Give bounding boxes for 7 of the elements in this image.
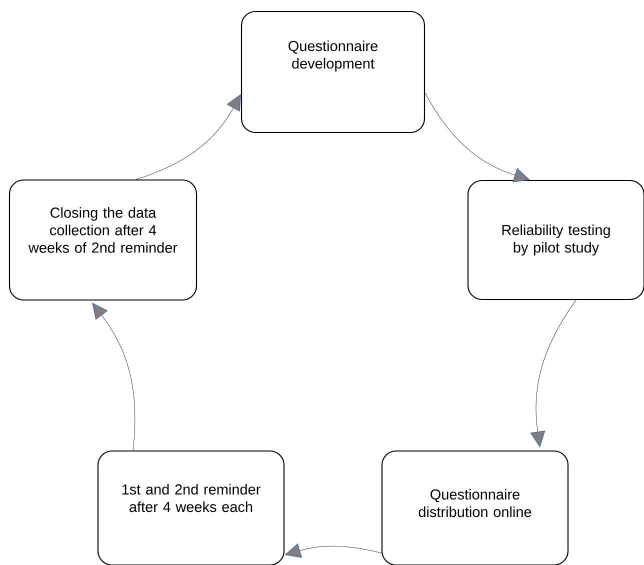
arrow [136, 94, 241, 180]
process-box: Questionnaire distribution online [381, 450, 569, 565]
process-box: Reliability testing by pilot study [467, 180, 644, 300]
arrow [92, 302, 136, 451]
process-box: 1st and 2nd reminder after 4 weeks each [97, 450, 285, 565]
process-box: Questionnaire development [240, 10, 426, 134]
process-box: Closing the data collection after 4 weeks of 2nd reminder [8, 179, 198, 301]
